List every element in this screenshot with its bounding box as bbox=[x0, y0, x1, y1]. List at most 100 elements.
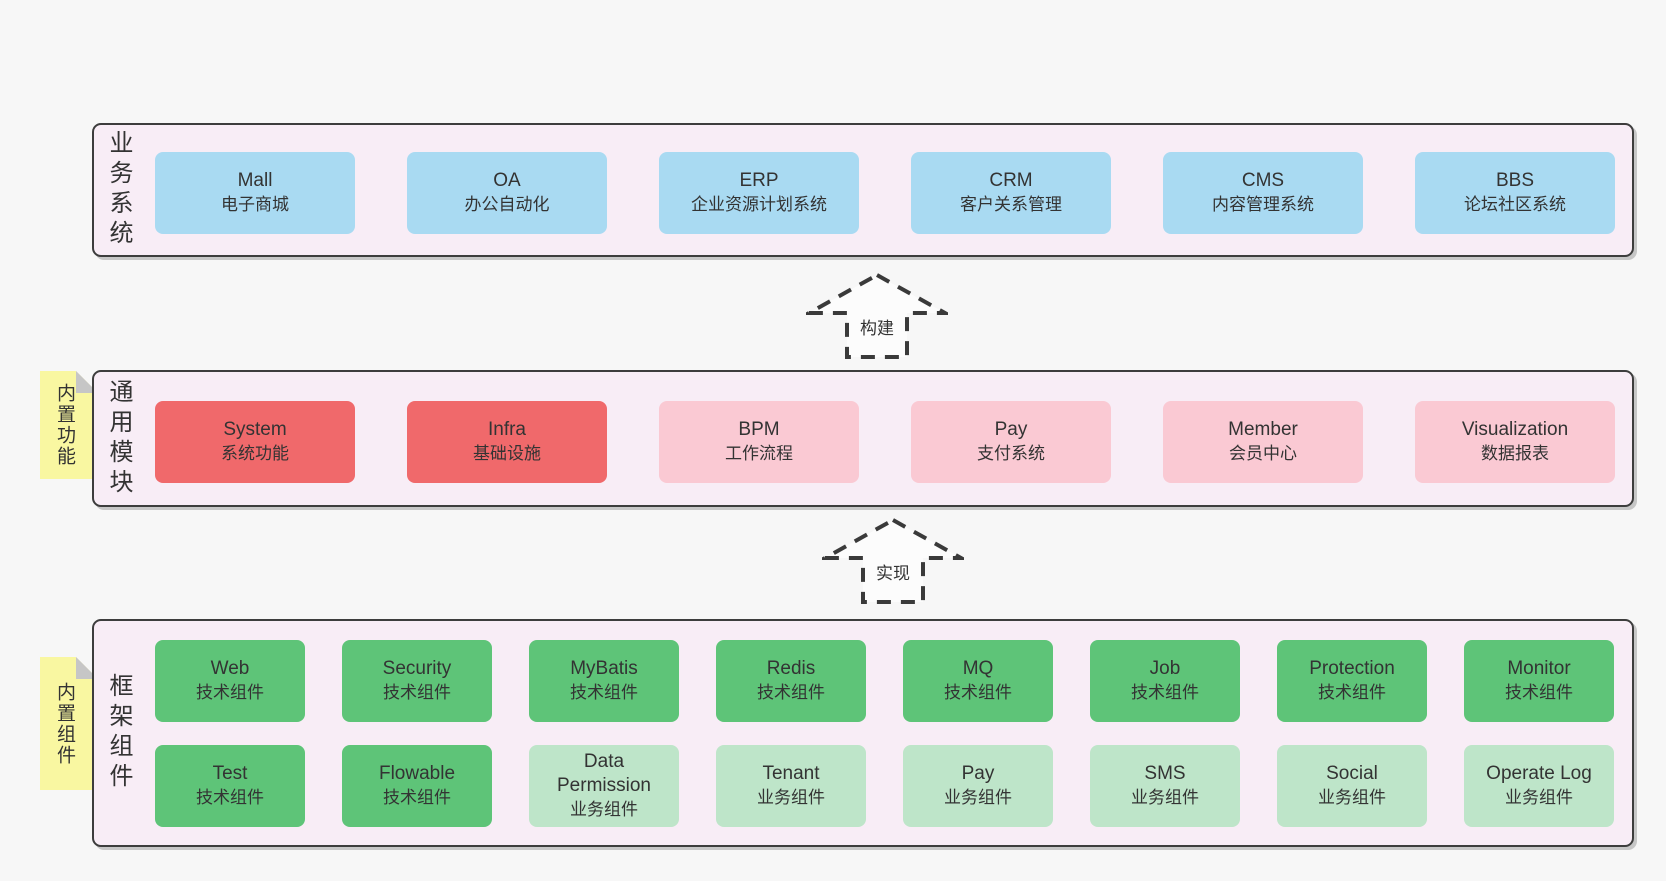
component-box-cms: CMS 内容管理系统 bbox=[1163, 152, 1363, 234]
box-name: Pay bbox=[994, 419, 1028, 440]
note-label: 内置功能 bbox=[54, 383, 75, 467]
box-name: OA bbox=[493, 170, 521, 191]
box-desc: 技术组件 bbox=[1505, 683, 1573, 702]
component-box-job: Job 技术组件 bbox=[1090, 640, 1240, 722]
box-desc: 电子商城 bbox=[221, 195, 289, 214]
section-common-modules: 通用模块 System 系统功能 Infra 基础设施 BPM 工作流程 Pay 支付系统 Me… bbox=[92, 370, 1634, 507]
component-box-mybatis: MyBatis 技术组件 bbox=[529, 640, 679, 722]
note-label: 内置组件 bbox=[54, 681, 75, 766]
box-name: System bbox=[223, 419, 287, 440]
component-box-social: Social 业务组件 bbox=[1277, 745, 1427, 827]
component-box-erp: ERP 企业资源计划系统 bbox=[659, 152, 859, 234]
box-desc: 基础设施 bbox=[473, 444, 541, 463]
component-box-system: System 系统功能 bbox=[155, 401, 355, 483]
dashed-up-arrow-build: 构建 bbox=[806, 272, 948, 360]
box-desc: 业务组件 bbox=[757, 788, 825, 807]
box-desc: 客户关系管理 bbox=[960, 195, 1062, 214]
box-name: CMS bbox=[1241, 170, 1285, 191]
box-desc: 技术组件 bbox=[383, 683, 451, 702]
box-desc: 技术组件 bbox=[757, 683, 825, 702]
box-name: Operate Log bbox=[1486, 763, 1592, 784]
box-name: CRM bbox=[989, 170, 1033, 191]
box-desc: 业务组件 bbox=[944, 788, 1012, 807]
box-name: MyBatis bbox=[570, 658, 638, 679]
box-name: Protection bbox=[1309, 658, 1395, 679]
component-box-bpm: BPM 工作流程 bbox=[659, 401, 859, 483]
component-box-test: Test 技术组件 bbox=[155, 745, 305, 827]
section-title: 通用模块 bbox=[105, 378, 132, 499]
dashed-up-arrow-implement: 实现 bbox=[822, 517, 964, 605]
box-name: Security bbox=[382, 658, 452, 679]
component-box-member: Member 会员中心 bbox=[1163, 401, 1363, 483]
component-box-mq: MQ 技术组件 bbox=[903, 640, 1053, 722]
component-box-tenant: Tenant 业务组件 bbox=[716, 745, 866, 827]
box-name: Mall bbox=[237, 170, 273, 191]
box-desc: 企业资源计划系统 bbox=[691, 195, 827, 214]
component-box-data-permission: Data Permission 业务组件 bbox=[529, 745, 679, 827]
section-title: 业务系统 bbox=[105, 130, 132, 250]
box-desc: 业务组件 bbox=[1131, 788, 1199, 807]
box-name: ERP bbox=[739, 170, 779, 191]
arrow-label: 构建 bbox=[858, 314, 896, 339]
box-name: Redis bbox=[766, 658, 816, 679]
box-name: Social bbox=[1326, 763, 1378, 784]
box-desc: 技术组件 bbox=[570, 683, 638, 702]
component-box-protection: Protection 技术组件 bbox=[1277, 640, 1427, 722]
box-desc: 工作流程 bbox=[725, 444, 793, 463]
box-name: BPM bbox=[738, 419, 780, 440]
box-desc: 系统功能 bbox=[221, 444, 289, 463]
box-name: Test bbox=[212, 763, 248, 784]
component-box-bbs: BBS 论坛社区系统 bbox=[1415, 152, 1615, 234]
arrow-label: 实现 bbox=[874, 559, 912, 584]
box-name: MQ bbox=[962, 658, 994, 679]
component-box-pay: Pay 业务组件 bbox=[903, 745, 1053, 827]
component-box-crm: CRM 客户关系管理 bbox=[911, 152, 1111, 234]
component-box-redis: Redis 技术组件 bbox=[716, 640, 866, 722]
sticky-note-built-in-functions: 内置功能 bbox=[40, 371, 98, 479]
box-name: BBS bbox=[1495, 170, 1535, 191]
component-box-flowable: Flowable 技术组件 bbox=[342, 745, 492, 827]
box-name: Monitor bbox=[1507, 658, 1571, 679]
box-desc: 数据报表 bbox=[1481, 444, 1549, 463]
box-name: SMS bbox=[1144, 763, 1186, 784]
box-desc: 业务组件 bbox=[1318, 788, 1386, 807]
box-desc: 论坛社区系统 bbox=[1464, 195, 1566, 214]
box-desc: 技术组件 bbox=[196, 788, 264, 807]
sticky-note-built-in-components: 内置组件 bbox=[40, 657, 98, 790]
box-desc: 支付系统 bbox=[977, 444, 1045, 463]
section-title: 框架组件 bbox=[105, 673, 132, 793]
box-name: Job bbox=[1149, 658, 1181, 679]
component-box-security: Security 技术组件 bbox=[342, 640, 492, 722]
box-desc: 会员中心 bbox=[1229, 444, 1297, 463]
box-name: Infra bbox=[487, 419, 527, 440]
box-row: System 系统功能 Infra 基础设施 BPM 工作流程 Pay 支付系统 Member 会… bbox=[155, 401, 1615, 483]
component-box-infra: Infra 基础设施 bbox=[407, 401, 607, 483]
box-name: Web bbox=[210, 658, 250, 679]
component-box-mall: Mall 电子商城 bbox=[155, 152, 355, 234]
component-box-pay: Pay 支付系统 bbox=[911, 401, 1111, 483]
box-name: Flowable bbox=[378, 763, 456, 784]
component-box-monitor: Monitor 技术组件 bbox=[1464, 640, 1614, 722]
box-desc: 技术组件 bbox=[383, 788, 451, 807]
component-box-web: Web 技术组件 bbox=[155, 640, 305, 722]
box-desc: 技术组件 bbox=[1318, 683, 1386, 702]
box-name: Tenant bbox=[762, 763, 820, 784]
box-desc: 技术组件 bbox=[944, 683, 1012, 702]
box-desc: 技术组件 bbox=[1131, 683, 1199, 702]
component-box-sms: SMS 业务组件 bbox=[1090, 745, 1240, 827]
box-name: Pay bbox=[961, 763, 995, 784]
box-desc: 技术组件 bbox=[196, 683, 264, 702]
box-desc: 业务组件 bbox=[570, 800, 638, 819]
box-name: Member bbox=[1228, 419, 1298, 440]
box-desc: 内容管理系统 bbox=[1212, 195, 1314, 214]
box-name: Data Permission bbox=[557, 751, 651, 796]
